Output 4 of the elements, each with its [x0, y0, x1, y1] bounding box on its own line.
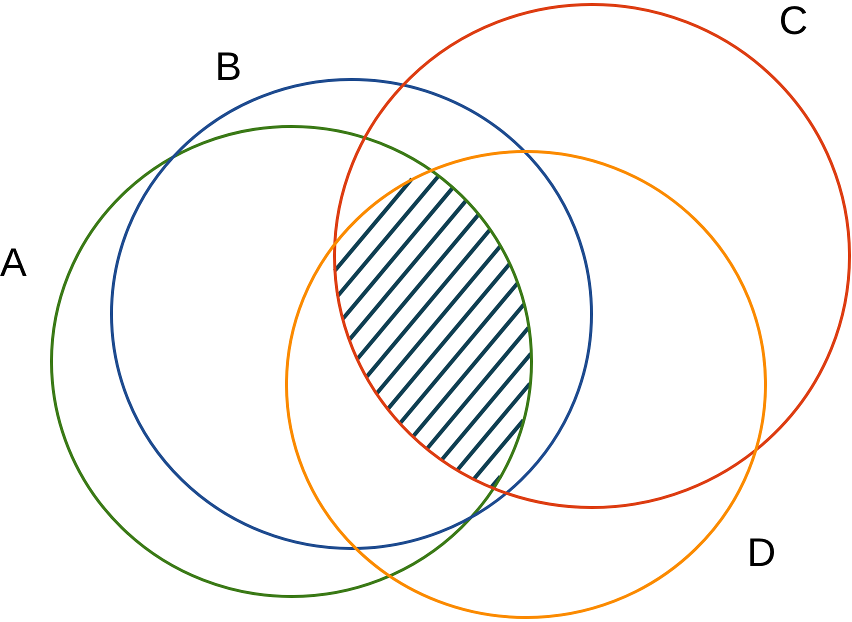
- set-label: A: [0, 243, 27, 283]
- set-label: C: [779, 1, 808, 41]
- set-label: D: [747, 533, 776, 573]
- set-label: B: [215, 47, 242, 87]
